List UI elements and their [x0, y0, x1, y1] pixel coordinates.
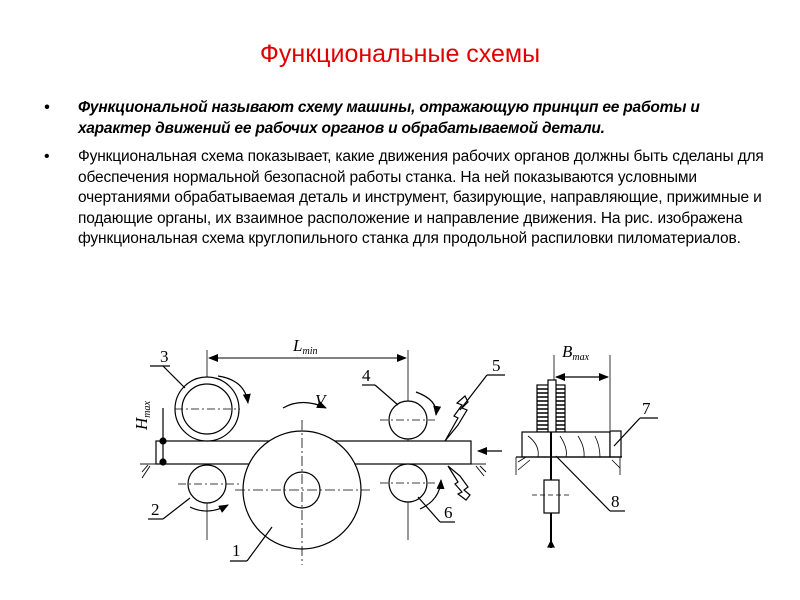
part-label-3: 3 [160, 347, 169, 366]
circular-saw-functional-diagram: Lmin Hmax Bmax V 1 2 3 4 5 6 7 8 [132, 336, 658, 565]
pressure-roller-4 [380, 391, 442, 440]
b-max-label: Bmax [562, 342, 590, 363]
h-max-label: Hmax [132, 400, 153, 431]
bullet-list: • Функциональной называют схему машины, … [44, 97, 764, 250]
bullet-text: Функциональной называют схему машины, от… [78, 99, 700, 137]
feed-roller-3 [174, 375, 251, 442]
bullet-marker: • [44, 99, 50, 116]
bullet-text: Функциональная схема показывает, какие д… [78, 148, 764, 247]
saw-blade-1 [235, 400, 370, 565]
part-label-6: 6 [444, 503, 453, 522]
bullet-definition: • Функциональной называют схему машины, … [44, 97, 764, 139]
bullet-description: • Функциональная схема показывает, какие… [44, 147, 764, 250]
roller-2 [178, 464, 240, 513]
roller-6 [380, 463, 445, 510]
bullet-marker: • [44, 148, 50, 165]
part-label-5: 5 [492, 356, 501, 375]
table-right-hatch [471, 463, 487, 477]
part-label-7: 7 [642, 399, 651, 418]
side-view [515, 355, 658, 548]
part-label-2: 2 [151, 500, 160, 519]
l-min-label: Lmin [292, 336, 317, 357]
part-label-1: 1 [232, 541, 241, 560]
table-left-hatch [140, 463, 156, 479]
slide-title: Функциональные схемы [259, 40, 541, 68]
h-max-dimension [159, 408, 167, 466]
velocity-label: V [315, 391, 328, 410]
part-label-8: 8 [611, 492, 620, 511]
part-label-4: 4 [362, 366, 371, 385]
